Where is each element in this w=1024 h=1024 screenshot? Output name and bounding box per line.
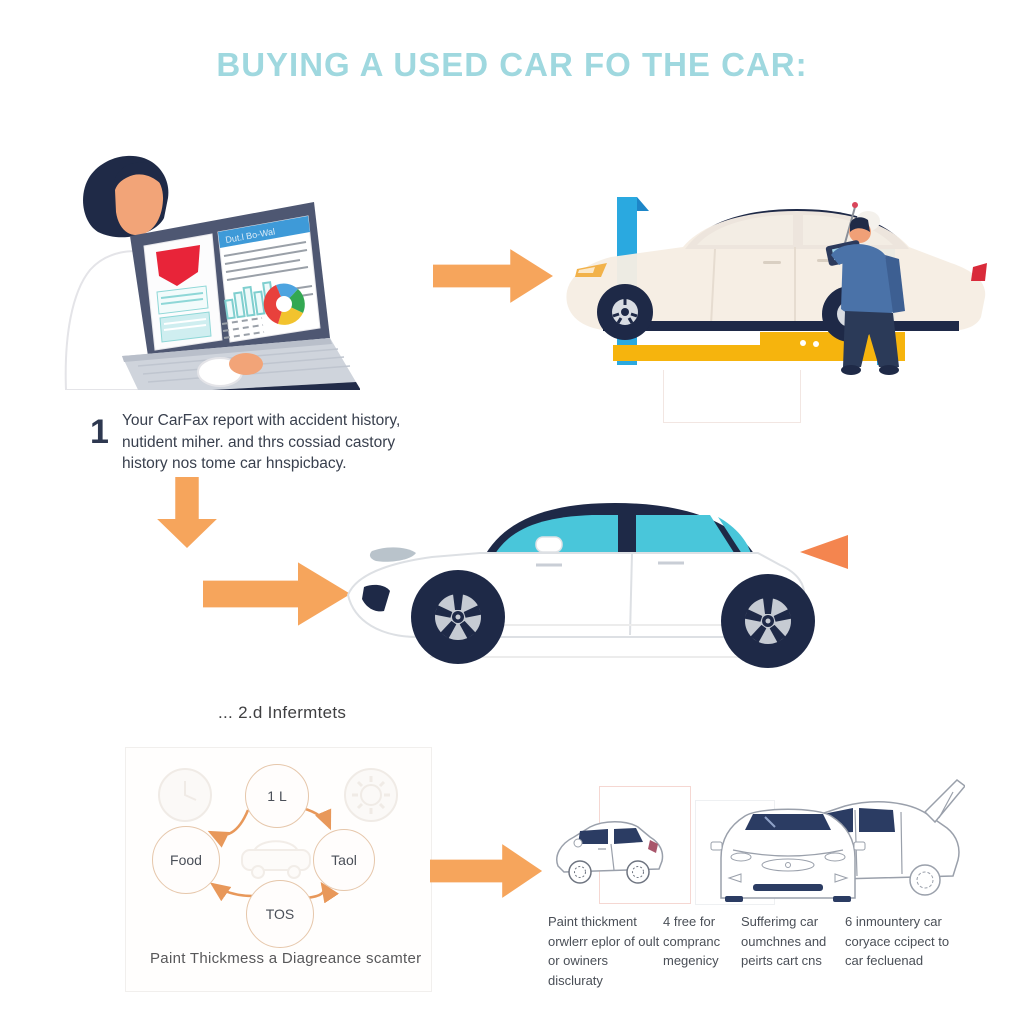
report-left-page: [143, 233, 223, 351]
car-sketches: [710, 779, 965, 902]
orange-arrow-right-icon: [433, 249, 553, 303]
diagram-node: TOS: [246, 880, 314, 948]
hand: [229, 353, 263, 375]
diagram-graphics: [158, 768, 398, 904]
step-number: 1: [90, 413, 109, 451]
caption-column: 6 inmountery car coryace ccipect to car …: [845, 914, 950, 968]
diagram-node: Taol: [313, 829, 375, 891]
side-mirror: [535, 536, 563, 553]
caption-column: 4 free for compranc megenicy: [663, 914, 721, 968]
diagram-node-label: Taol: [331, 852, 357, 868]
wheel: [568, 860, 650, 884]
orange-arrow-right-icon: [430, 844, 543, 898]
caption-column: Paint thickment orwlerr eplor of oult or…: [548, 914, 660, 988]
front-car-sketch: [710, 808, 866, 902]
hatchback-sketch: [556, 821, 664, 884]
diagram-node-label: TOS: [265, 906, 295, 922]
caption-column: Sufferimg car oumchnes and peirts cart c…: [741, 914, 827, 968]
laptop: Dut.l Bo-Wal: [122, 202, 360, 390]
car-inspection-illustration: [566, 197, 987, 375]
diagram-node: Food: [152, 826, 220, 894]
section-note: ... 2.d Infermtets: [218, 703, 347, 722]
orange-arrow-right-icon: [203, 562, 351, 626]
orange-arrow-down-icon: [157, 477, 217, 548]
taillight: [648, 840, 658, 853]
sedan-illustration: [346, 503, 815, 668]
lift-platform: [613, 332, 905, 361]
headlight: [369, 547, 416, 562]
diagnostic-diagram-box: 1 L Food Taol TOS: [125, 747, 432, 992]
wheel: [411, 570, 505, 664]
diagram-node-label: 1 L: [267, 788, 287, 804]
orange-triangle-left-icon: [800, 535, 848, 569]
report-review-illustration: Dut.l Bo-Wal: [64, 155, 360, 390]
step-description: Your CarFax report with accident history…: [122, 412, 401, 473]
diagram-node-label: Food: [170, 852, 202, 868]
pie-chart-icon: [263, 283, 305, 325]
gear-icon: [344, 768, 398, 822]
shield-icon: [156, 245, 200, 286]
page-title: BUYING A USED CAR FO THE CAR:: [216, 46, 808, 83]
wheel: [597, 284, 653, 340]
clock-icon: [158, 768, 212, 822]
diagram-caption: Paint Thickmess a Diagreance scamter: [150, 950, 422, 967]
mechanic: [825, 202, 905, 375]
diagram-node: 1 L: [245, 764, 309, 828]
car-icon: [241, 840, 311, 879]
wheel: [721, 574, 815, 668]
report-right-page: Dut.l Bo-Wal: [217, 215, 321, 343]
